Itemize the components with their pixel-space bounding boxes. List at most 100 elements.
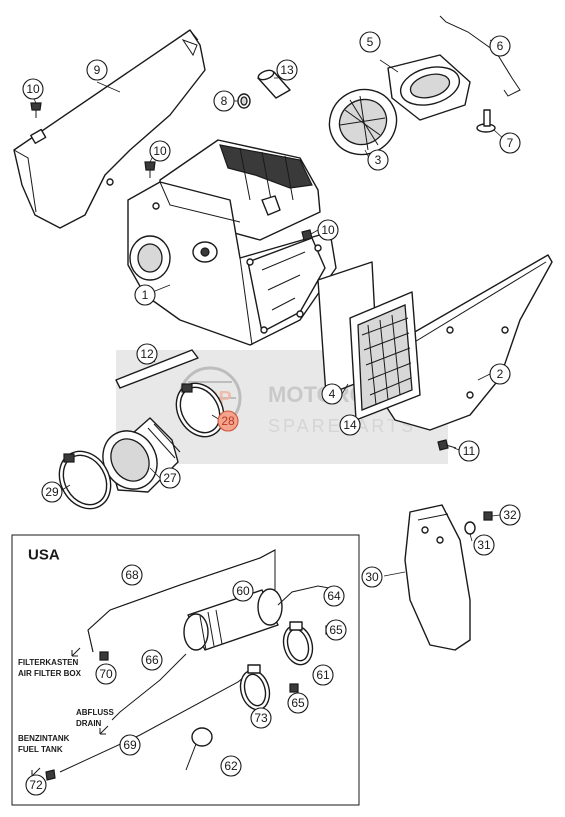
callout-30-label: 30 <box>365 570 379 584</box>
part-1-air-filter-box <box>127 139 337 346</box>
callout-1[interactable]: 1 <box>134 284 156 306</box>
callout-64[interactable]: 64 <box>323 585 345 607</box>
callout-2[interactable]: 2 <box>489 363 511 385</box>
part-11-bolt <box>437 439 457 451</box>
callout-10-b[interactable]: 10 <box>149 140 171 162</box>
part-30-mud-flap <box>404 504 471 651</box>
callout-62[interactable]: 62 <box>220 755 242 777</box>
callout-73-label: 73 <box>254 711 268 725</box>
part-66-drain-hose <box>111 653 187 721</box>
callout-61-label: 61 <box>316 668 330 682</box>
callout-73[interactable]: 73 <box>250 707 272 729</box>
callout-10-c-label: 10 <box>321 223 335 237</box>
label-fuel-tank: FUEL TANK <box>18 745 63 754</box>
callout-3[interactable]: 3 <box>367 149 389 171</box>
callout-27[interactable]: 27 <box>159 467 181 489</box>
callout-4[interactable]: 4 <box>321 383 343 405</box>
callout-68-label: 68 <box>125 568 139 582</box>
callout-9[interactable]: 9 <box>86 59 108 81</box>
callout-68[interactable]: 68 <box>121 564 143 586</box>
part-62-cable-tie <box>185 727 213 771</box>
part-10-screw-a <box>30 102 42 118</box>
callout-29[interactable]: 29 <box>41 481 63 503</box>
label-filterkasten: FILTERKASTEN <box>18 658 79 667</box>
callout-64-label: 64 <box>327 589 341 603</box>
callout-13[interactable]: 13 <box>276 59 298 81</box>
part-61-clamp <box>282 621 314 666</box>
part-13-sleeve <box>257 69 291 99</box>
usa-inset-box: USA <box>11 534 360 806</box>
callout-10-a-label: 10 <box>26 82 40 96</box>
callout-69[interactable]: 69 <box>119 734 141 756</box>
callout-14-label: 14 <box>343 418 357 432</box>
callout-66-label: 66 <box>145 653 159 667</box>
label-abfluss: ABFLUSS <box>76 708 114 717</box>
callout-8[interactable]: 8 <box>213 90 235 112</box>
callout-31-label: 31 <box>477 538 491 552</box>
callout-29-label: 29 <box>45 485 59 499</box>
callout-28-label: 28 <box>221 414 235 428</box>
callout-6-label: 6 <box>497 39 504 53</box>
part-29-hose-clamp <box>58 450 112 510</box>
callout-5[interactable]: 5 <box>359 31 381 53</box>
callout-65-a[interactable]: 65 <box>325 619 347 641</box>
callout-72-label: 72 <box>29 778 43 792</box>
callout-65-b-label: 65 <box>291 696 305 710</box>
callout-62-label: 62 <box>224 759 238 773</box>
part-10-screw-c <box>301 229 313 241</box>
callout-1-label: 1 <box>142 288 149 302</box>
callout-9-label: 9 <box>94 63 101 77</box>
callout-65-b[interactable]: 65 <box>287 692 309 714</box>
part-70-fitting <box>99 651 109 661</box>
callout-27-label: 27 <box>163 471 177 485</box>
callout-10-a[interactable]: 10 <box>22 78 44 100</box>
part-5-air-filter <box>387 54 471 121</box>
callout-11[interactable]: 11 <box>458 440 480 462</box>
callout-5-label: 5 <box>367 35 374 49</box>
callout-60[interactable]: 60 <box>232 580 254 602</box>
part-32-screw <box>483 511 493 521</box>
callout-30[interactable]: 30 <box>361 566 383 588</box>
callout-72[interactable]: 72 <box>25 774 47 796</box>
callout-61[interactable]: 61 <box>312 664 334 686</box>
callout-12-label: 12 <box>140 347 154 361</box>
usa-inset-title: USA <box>28 547 60 564</box>
callout-66[interactable]: 66 <box>141 649 163 671</box>
callout-6[interactable]: 6 <box>489 35 511 57</box>
label-benzintank: BENZINTANK <box>18 734 70 743</box>
callout-13-label: 13 <box>280 63 294 77</box>
part-6-retaining-wire <box>439 15 521 97</box>
part-14-mesh-screen <box>349 291 421 421</box>
part-28-hose-clamp <box>175 382 225 438</box>
callout-10-c[interactable]: 10 <box>317 219 339 241</box>
callout-32-label: 32 <box>503 508 517 522</box>
callout-14[interactable]: 14 <box>339 414 361 436</box>
callout-10-b-label: 10 <box>153 144 167 158</box>
callout-69-label: 69 <box>123 738 137 752</box>
callout-65-a-label: 65 <box>329 623 343 637</box>
label-air-filter-box: AIR FILTER BOX <box>18 669 82 678</box>
callout-70[interactable]: 70 <box>95 663 117 685</box>
part-9-left-side-cover <box>13 29 206 229</box>
callout-2-label: 2 <box>497 367 504 381</box>
callout-3-label: 3 <box>375 153 382 167</box>
callout-31[interactable]: 31 <box>473 534 495 556</box>
part-31-washer <box>464 521 476 535</box>
callout-4-label: 4 <box>329 387 336 401</box>
callout-28[interactable]: 28 <box>217 410 239 432</box>
callout-70-label: 70 <box>99 667 113 681</box>
part-8-plug <box>237 93 251 109</box>
part-7-filter-bolt <box>476 109 496 133</box>
part-60-charcoal-canister <box>183 588 283 651</box>
callout-7[interactable]: 7 <box>499 132 521 154</box>
part-65-fitting-b <box>289 683 299 693</box>
label-drain: DRAIN <box>76 719 102 728</box>
callout-12[interactable]: 12 <box>136 343 158 365</box>
callout-7-label: 7 <box>507 136 514 150</box>
callout-60-label: 60 <box>236 584 250 598</box>
part-12-seal-strip <box>115 349 199 389</box>
callout-32[interactable]: 32 <box>499 504 521 526</box>
part-73-clamp <box>239 664 271 711</box>
callout-8-label: 8 <box>221 94 228 108</box>
